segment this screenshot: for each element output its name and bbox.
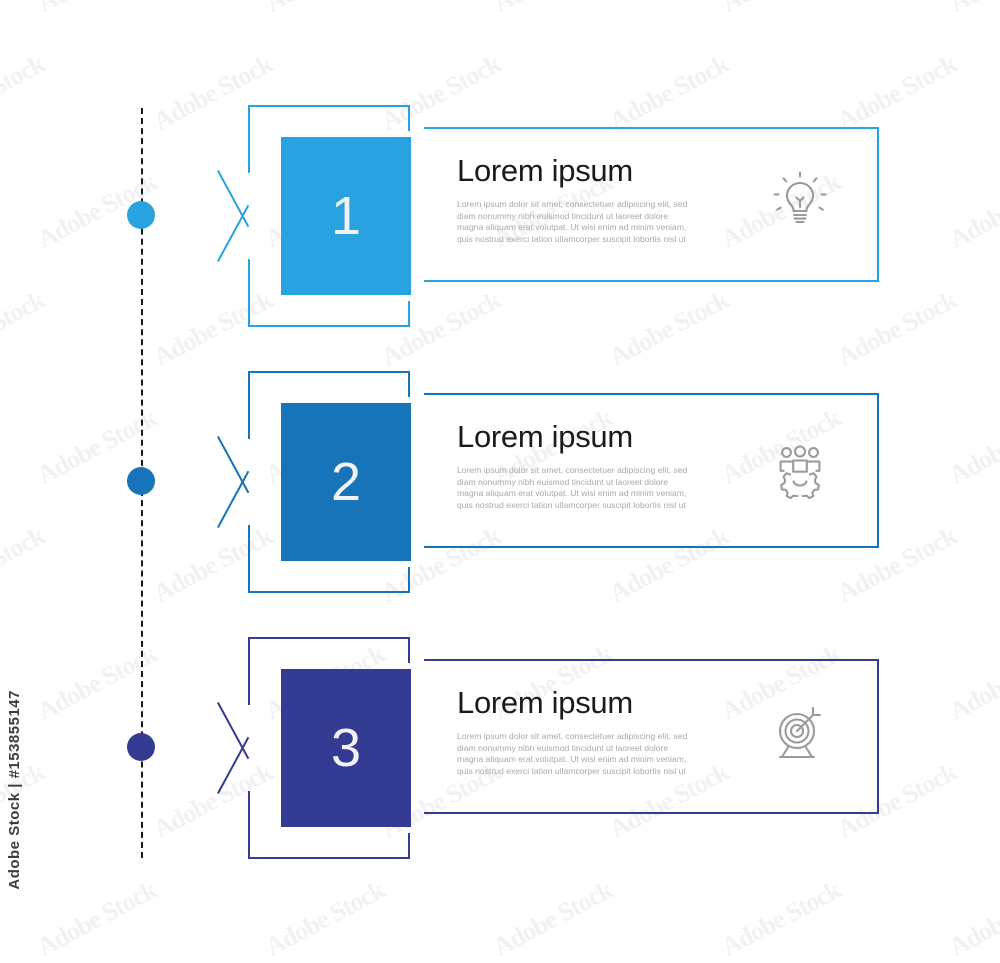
step-frame-2 (217, 371, 410, 593)
watermark-text: Adobe Stock (33, 0, 162, 19)
watermark-text: Adobe Stock (717, 0, 846, 19)
frame-chevron-lower (217, 204, 250, 262)
step-number-label: 3 (330, 718, 362, 778)
step-description-2: Lorem ipsum dolor sit amet, consectetuer… (457, 465, 688, 510)
watermark-text: Adobe Stock (489, 0, 618, 19)
frame-left-top-stub (248, 371, 250, 439)
frame-bottom-edge (248, 857, 410, 859)
timeline-dot-1 (127, 201, 155, 229)
frame-right-top-stub (408, 105, 410, 131)
frame-right-top-stub (408, 637, 410, 663)
team-gear-icon (768, 435, 832, 499)
watermark-text: Adobe Stock (944, 875, 1000, 962)
step-number-box-2: 2 (281, 403, 411, 561)
watermark-text: Adobe Stock (945, 0, 1000, 19)
frame-bottom-edge (248, 325, 410, 327)
step-panel-2: Lorem ipsum Lorem ipsum dolor sit amet, … (424, 393, 879, 548)
step-number-label: 1 (330, 186, 362, 246)
step-frame-1 (217, 105, 410, 327)
step-title-2: Lorem ipsum (457, 419, 633, 454)
step-row-3[interactable]: 3 Lorem ipsum Lorem ipsum dolor sit amet… (0, 637, 1000, 877)
frame-bottom-edge (248, 591, 410, 593)
watermark-text: Adobe Stock (260, 875, 389, 962)
panel-bottom-rule (424, 280, 879, 282)
frame-chevron-upper (217, 436, 250, 494)
panel-top-rule (424, 659, 879, 661)
panel-top-rule (424, 127, 879, 129)
panel-bottom-rule (424, 546, 879, 548)
step-title-1: Lorem ipsum (457, 153, 633, 188)
lightbulb-icon (768, 169, 832, 233)
target-arrow-icon (768, 701, 832, 765)
watermark-text: Adobe Stock (32, 875, 161, 962)
frame-top-edge (248, 371, 410, 373)
frame-right-bottom-stub (408, 833, 410, 859)
frame-left-bottom-stub (248, 791, 250, 859)
watermark-text: Adobe Stock (488, 875, 617, 962)
frame-left-top-stub (248, 637, 250, 705)
panel-right-edge (877, 659, 879, 814)
step-number-label: 2 (330, 452, 362, 512)
frame-right-bottom-stub (408, 567, 410, 593)
frame-left-bottom-stub (248, 259, 250, 327)
step-title-3: Lorem ipsum (457, 685, 633, 720)
step-frame-3 (217, 637, 410, 859)
panel-right-edge (877, 127, 879, 282)
frame-chevron-lower (217, 736, 250, 794)
step-number-box-1: 1 (281, 137, 411, 295)
timeline-dot-3 (127, 733, 155, 761)
step-row-1[interactable]: 1 Lorem ipsum Lorem ipsum dolor sit amet… (0, 105, 1000, 345)
watermark-text: Adobe Stock (261, 0, 390, 19)
panel-right-edge (877, 393, 879, 548)
panel-bottom-rule (424, 812, 879, 814)
step-description-1: Lorem ipsum dolor sit amet, consectetuer… (457, 199, 688, 244)
step-description-3: Lorem ipsum dolor sit amet, consectetuer… (457, 731, 688, 776)
panel-top-rule (424, 393, 879, 395)
frame-chevron-lower (217, 470, 250, 528)
frame-top-edge (248, 637, 410, 639)
frame-chevron-upper (217, 170, 250, 228)
watermark-text: Adobe Stock (716, 875, 845, 962)
frame-chevron-upper (217, 702, 250, 760)
frame-left-top-stub (248, 105, 250, 173)
frame-right-bottom-stub (408, 301, 410, 327)
step-panel-1: Lorem ipsum Lorem ipsum dolor sit amet, … (424, 127, 879, 282)
frame-right-top-stub (408, 371, 410, 397)
step-number-box-3: 3 (281, 669, 411, 827)
step-row-2[interactable]: 2 Lorem ipsum Lorem ipsum dolor sit amet… (0, 371, 1000, 611)
frame-top-edge (248, 105, 410, 107)
frame-left-bottom-stub (248, 525, 250, 593)
step-panel-3: Lorem ipsum Lorem ipsum dolor sit amet, … (424, 659, 879, 814)
stock-watermark-label: Adobe Stock | #153855147 (6, 690, 23, 890)
timeline-dot-2 (127, 467, 155, 495)
